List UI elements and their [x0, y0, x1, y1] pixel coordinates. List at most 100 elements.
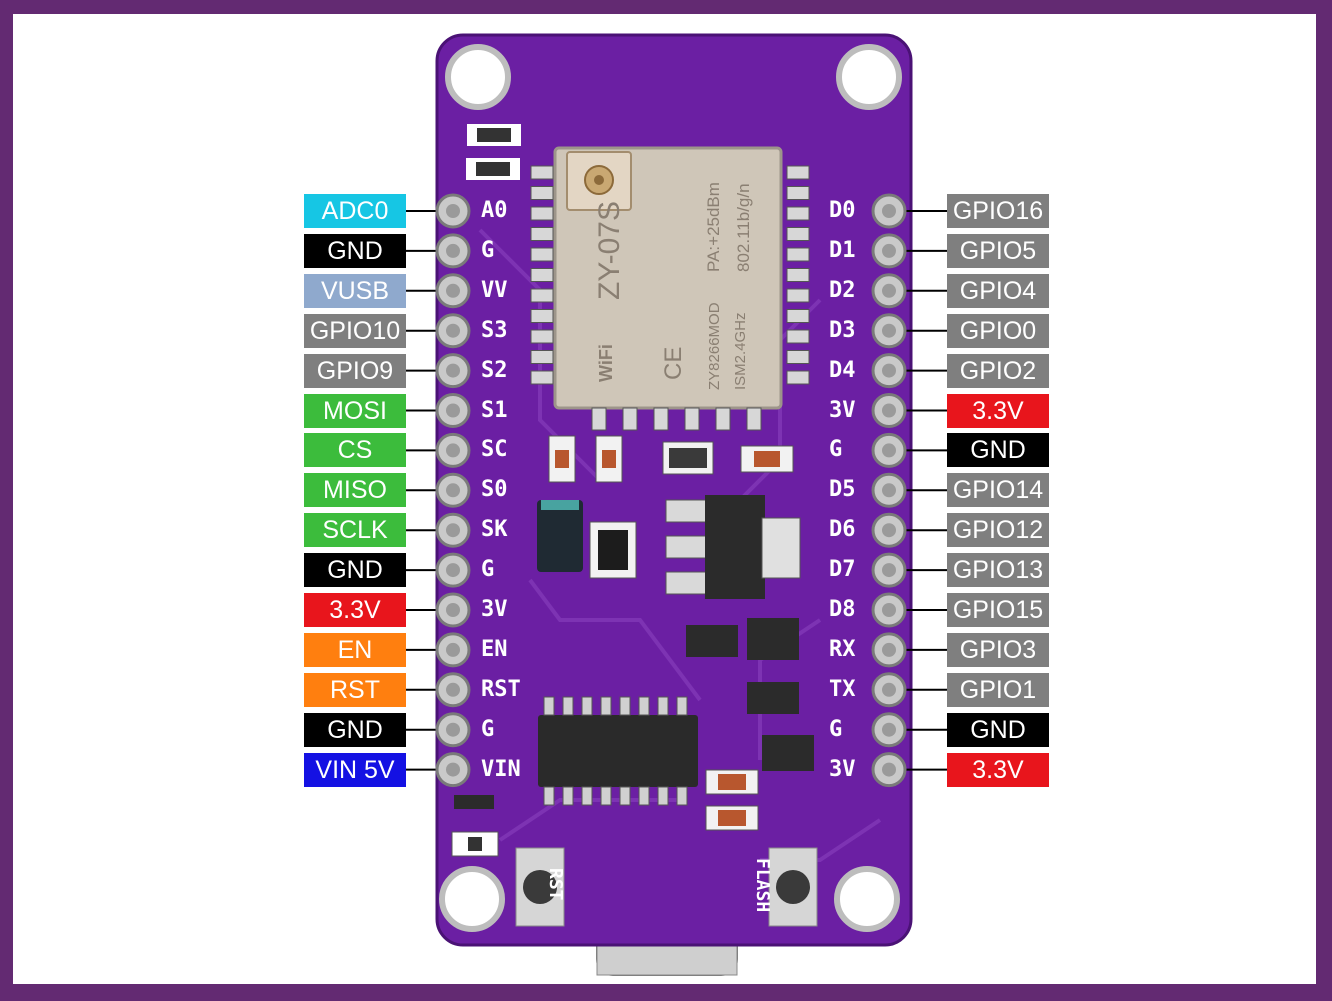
ic-leg [638, 786, 650, 806]
pin-tag-left: VUSB [304, 273, 406, 308]
pin-tag-right: GPIO2 [947, 353, 1049, 388]
silkscreen-label: D8 [829, 597, 856, 622]
module-pad [653, 407, 669, 431]
silkscreen-label: D0 [829, 198, 856, 223]
flash-button[interactable] [768, 847, 818, 927]
module-pad [684, 407, 700, 431]
pin-tag-right: GPIO4 [947, 273, 1049, 308]
module-pad [786, 288, 810, 303]
module-pad [786, 329, 810, 344]
silkscreen-label: A0 [481, 198, 508, 223]
silkscreen-label: S3 [481, 317, 508, 343]
silkscreen-label: EN [481, 636, 508, 662]
module-pad [591, 407, 607, 431]
module-pad [715, 407, 731, 431]
module-pad [530, 268, 554, 282]
module-bottom-pads [591, 407, 762, 431]
header-pin [871, 512, 907, 548]
module-pad [786, 350, 810, 364]
pin-tag-right: GND [947, 712, 1049, 747]
header-pin [871, 592, 907, 628]
silkscreen-label: TX [829, 676, 856, 702]
pin-tag-right: GPIO5 [947, 233, 1049, 268]
module-pad [786, 227, 810, 241]
header-pin [871, 393, 907, 428]
module-pad [530, 206, 554, 221]
header-pin [435, 193, 471, 229]
silkscreen-label: 3V [829, 397, 856, 423]
silkscreen-label: D5 [829, 477, 856, 503]
ic-leg [543, 696, 555, 716]
header-pin [435, 712, 471, 748]
pin-tag-left: RST [304, 672, 406, 707]
pin-tag-left: SCLK [304, 513, 406, 548]
ic-leg [562, 786, 574, 806]
module-pad [622, 407, 638, 431]
silkscreen-label: D7 [829, 557, 856, 583]
header-pin [435, 632, 471, 668]
header-pin [435, 592, 471, 628]
silkscreen-label: SK [481, 517, 508, 543]
silkscreen-label: G [829, 437, 843, 463]
header-pin [871, 353, 907, 389]
smd-top-left [466, 124, 521, 180]
flash-button-label: FLASH [752, 858, 773, 913]
pin-tag-left: MOSI [304, 393, 406, 428]
module-pad [530, 186, 554, 200]
module-part: ZY8266MOD [706, 302, 723, 390]
pin-tag-right: GPIO14 [947, 473, 1049, 508]
header-pin [435, 393, 471, 428]
module-pad [530, 370, 554, 385]
header-pin [871, 472, 907, 508]
pin-tag-right: GPIO13 [947, 553, 1049, 588]
module-pad [786, 247, 810, 262]
rst-button[interactable] [515, 847, 565, 927]
silkscreen-label: S2 [481, 357, 508, 383]
header-pin [435, 512, 471, 548]
header-pin [435, 273, 471, 309]
silkscreen-label: G [481, 716, 495, 742]
header-pin [871, 752, 907, 788]
header-pin [871, 432, 907, 468]
ic-leg [676, 696, 688, 716]
ic-leg [676, 786, 688, 806]
ic-leg [657, 696, 669, 716]
header-pin [871, 233, 907, 269]
module-power: PA:+25dBm [704, 182, 723, 272]
header-pin [871, 712, 907, 748]
pin-tag-left: CS [304, 433, 406, 468]
pin-tag-left: MISO [304, 473, 406, 508]
silkscreen-label: S1 [481, 397, 508, 423]
header-pin [871, 672, 907, 708]
header-pin [871, 193, 907, 229]
module-pad [786, 268, 810, 282]
header-pin [871, 273, 907, 309]
ic-leg [581, 696, 593, 716]
ic-leg [543, 786, 555, 806]
ic-leg [657, 786, 669, 806]
module-pad [786, 370, 810, 385]
pin-tag-left: GND [304, 233, 406, 268]
module-pad [786, 206, 810, 221]
header-pin [435, 752, 471, 788]
module-pad [530, 329, 554, 344]
header-pin [435, 432, 471, 468]
usb-serial-ic [538, 696, 698, 806]
header-pin [871, 632, 907, 668]
module-band: ISM2.4GHz [732, 312, 749, 390]
silkscreen-label: SC [481, 437, 508, 463]
pin-tag-right: GND [947, 433, 1049, 468]
pin-tag-left: EN [304, 632, 406, 667]
module-pad [786, 165, 810, 180]
ic-leg [600, 696, 612, 716]
pin-tag-right: GPIO12 [947, 513, 1049, 548]
silkscreen-label: D6 [829, 517, 856, 543]
pin-tag-right: GPIO15 [947, 593, 1049, 627]
silkscreen-label: D1 [829, 237, 856, 263]
module-pad [530, 350, 554, 364]
ic-leg [600, 786, 612, 806]
header-pin [435, 552, 471, 588]
module-pad [530, 288, 554, 303]
pin-tag-right: GPIO1 [947, 672, 1049, 707]
